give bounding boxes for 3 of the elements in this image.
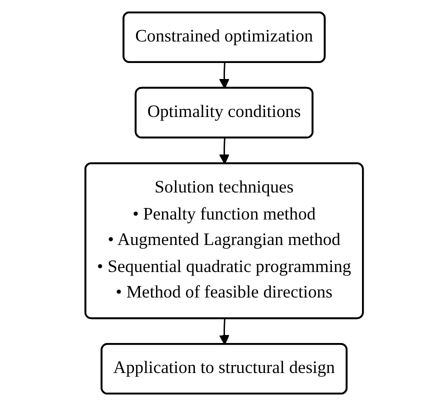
- arrow: [219, 62, 230, 89]
- arrow: [219, 138, 230, 164]
- arrow: [219, 318, 230, 345]
